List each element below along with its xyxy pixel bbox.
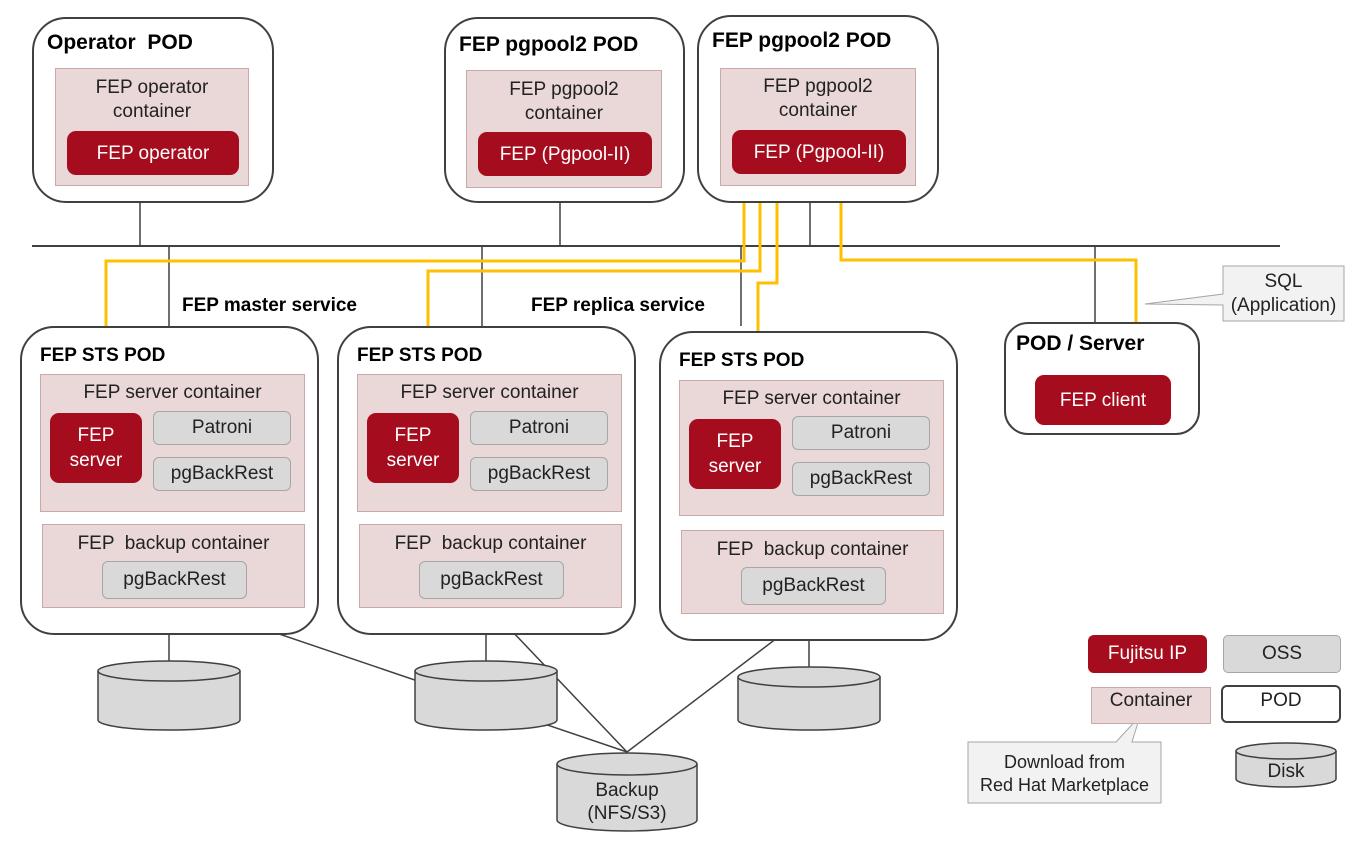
- sts-2-pgbackrest: pgBackRest: [470, 457, 608, 491]
- legend-disk: [1235, 742, 1337, 788]
- fep-pgpool-1: FEP (Pgpool-II): [478, 132, 652, 176]
- pgpool-container-2-title: FEP pgpool2 container: [763, 76, 873, 121]
- master-service-label: FEP master service: [182, 295, 357, 316]
- pgpool-pod-2: FEP pgpool2 POD FEP pgpool2 container FE…: [697, 15, 939, 203]
- disk-sts1: [97, 660, 241, 731]
- operator-container-title: FEP operator container: [95, 77, 209, 122]
- sql-callout: SQL (Application): [1230, 271, 1337, 316]
- sts-1-backup-container-title: FEP backup container: [77, 533, 270, 554]
- sql-callout-shape: [1144, 265, 1345, 322]
- client-pod: POD / Server FEP client: [1004, 322, 1200, 435]
- sts-3-backup-pgbackrest: pgBackRest: [741, 567, 886, 605]
- sts-2-fep-server: FEP server: [367, 413, 459, 483]
- disk-sts3: [737, 666, 881, 731]
- pgpool-container-1-title: FEP pgpool2 container: [509, 79, 619, 124]
- legend-container: Container: [1091, 687, 1211, 724]
- sts-2-backup-container: FEP backup container pgBackRest: [359, 524, 622, 608]
- sts-1-server-container-title: FEP server container: [83, 382, 262, 403]
- operator-pod-title: Operator POD: [47, 31, 193, 54]
- pgpool-pod-2-title: FEP pgpool2 POD: [712, 29, 892, 52]
- sts-1-fep-server: FEP server: [50, 413, 142, 483]
- sts-3-backup-container: FEP backup container pgBackRest: [681, 530, 944, 614]
- sts-pod-2: FEP STS POD FEP server container FEP ser…: [337, 326, 636, 635]
- sts-3-server-container: FEP server container FEP server Patroni …: [679, 380, 944, 516]
- sts-3-fep-server: FEP server: [689, 419, 781, 489]
- disk-sts2: [414, 660, 558, 731]
- sts-pod-2-title: FEP STS POD: [357, 345, 483, 366]
- fep-pgpool-2: FEP (Pgpool-II): [732, 130, 906, 174]
- operator-container: FEP operator container FEP operator: [55, 68, 249, 186]
- pgpool-pod-1-title: FEP pgpool2 POD: [459, 33, 639, 56]
- legend-oss: OSS: [1223, 635, 1341, 673]
- sts-1-pgbackrest: pgBackRest: [153, 457, 291, 491]
- legend-disk-label: Disk: [1267, 761, 1305, 782]
- backup-disk-label: Backup (NFS/S3): [587, 780, 667, 824]
- flow-from-client: [829, 172, 1138, 324]
- download-callout: Download from Red Hat Marketplace: [979, 752, 1150, 795]
- sts-3-backup-container-title: FEP backup container: [716, 539, 909, 560]
- sts-1-patroni: Patroni: [153, 411, 291, 445]
- sts-1-backup-container: FEP backup container pgBackRest: [42, 524, 305, 608]
- legend-fujitsu-ip: Fujitsu IP: [1088, 635, 1207, 673]
- sts-1-server-container: FEP server container FEP server Patroni …: [40, 374, 305, 512]
- sts-3-pgbackrest: pgBackRest: [792, 462, 930, 496]
- operator-pod: Operator POD FEP operator container FEP …: [32, 17, 274, 203]
- pgpool-pod-1: FEP pgpool2 POD FEP pgpool2 container FE…: [444, 17, 685, 203]
- sts-2-patroni: Patroni: [470, 411, 608, 445]
- sts-3-patroni: Patroni: [792, 416, 930, 450]
- sts-pod-1-title: FEP STS POD: [40, 345, 166, 366]
- sts-2-server-container: FEP server container FEP server Patroni …: [357, 374, 622, 512]
- pgpool-container-2: FEP pgpool2 container FEP (Pgpool-II): [720, 68, 916, 186]
- client-pod-title: POD / Server: [1016, 332, 1145, 355]
- pgpool-container-1: FEP pgpool2 container FEP (Pgpool-II): [466, 70, 662, 188]
- sts-pod-3-title: FEP STS POD: [679, 350, 805, 371]
- sts-pod-1: FEP STS POD FEP server container FEP ser…: [20, 326, 319, 635]
- legend-pod: POD: [1221, 685, 1341, 723]
- sts-2-server-container-title: FEP server container: [400, 382, 579, 403]
- disk-backup: [556, 752, 698, 832]
- replica-service-label: FEP replica service: [531, 295, 705, 316]
- sts-2-backup-pgbackrest: pgBackRest: [419, 561, 564, 599]
- sts-pod-3: FEP STS POD FEP server container FEP ser…: [659, 331, 958, 641]
- sts-1-backup-pgbackrest: pgBackRest: [102, 561, 247, 599]
- sts-3-server-container-title: FEP server container: [722, 388, 901, 409]
- download-callout-shape: [967, 715, 1162, 804]
- fep-operator: FEP operator: [67, 131, 239, 175]
- sts-2-backup-container-title: FEP backup container: [394, 533, 587, 554]
- fep-client: FEP client: [1035, 375, 1171, 425]
